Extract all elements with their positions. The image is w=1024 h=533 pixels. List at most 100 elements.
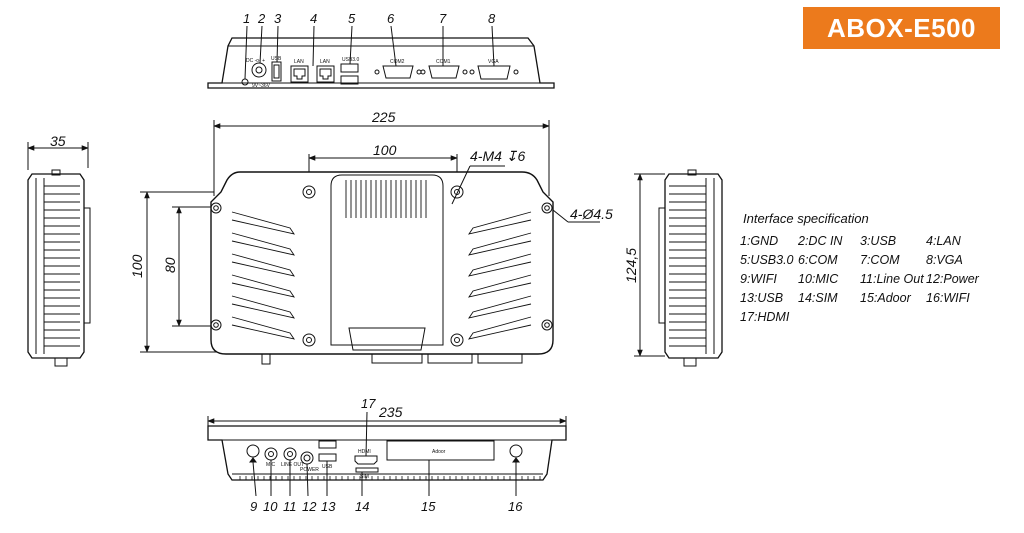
drawing-line — [468, 232, 532, 256]
hdmi-port-icon — [354, 455, 378, 465]
lan-label: LAN — [294, 59, 304, 65]
callout-number: 2 — [257, 11, 266, 26]
usb3-port-icon — [340, 63, 359, 73]
drawing-line — [231, 232, 295, 256]
right-side-view — [634, 169, 723, 367]
spec-item: 15:Adoor — [860, 290, 911, 305]
drawing-line — [468, 274, 532, 298]
vga-label: VGA — [488, 59, 499, 65]
hdmi-label: HDMI — [358, 449, 371, 455]
left-side-view — [27, 142, 91, 367]
bottom-callouts: 9 10 11 12 13 14 15 16 — [250, 499, 523, 514]
dc-jack-icon — [251, 62, 267, 78]
front-view — [140, 120, 600, 365]
hole-note: 4-Ø4.5 — [570, 206, 613, 222]
lan-label: LAN — [320, 59, 330, 65]
drawing-line — [468, 316, 532, 340]
spec-row: 17:HDMI — [740, 307, 1020, 326]
com2-label: COM2 — [390, 59, 405, 65]
spec-item: 2:DC IN — [798, 233, 843, 248]
callout-number: 17 — [361, 396, 376, 411]
rear-view — [207, 411, 567, 497]
spec-item: 9:WIFI — [740, 271, 777, 286]
callout-number: 11 — [283, 499, 297, 514]
dim-side-width: 35 — [50, 133, 66, 149]
interface-spec-panel: Interface specification 1:GND 2:DC IN 3:… — [740, 211, 1020, 326]
spec-item: 17:HDMI — [740, 309, 790, 324]
spec-row: 1:GND 2:DC IN 3:USB 4:LAN — [740, 231, 1020, 250]
mic-label: MIC — [266, 462, 276, 468]
usb-port-icon — [271, 61, 282, 82]
top-callouts: 1 2 3 4 5 6 7 8 — [243, 11, 496, 26]
spec-item: 14:SIM — [798, 290, 838, 305]
model-badge: ABOX-E500 — [803, 7, 1000, 49]
dim-hole-spacing-vertical: 80 — [162, 257, 178, 273]
spec-row: 5:USB3.0 6:COM 7:COM 8:VGA — [740, 250, 1020, 269]
interface-spec-title: Interface specification — [743, 211, 869, 226]
callout-number: 4 — [310, 11, 317, 26]
dim-side-height: 124,5 — [623, 248, 639, 283]
spec-item: 10:MIC — [798, 271, 839, 286]
dim-front-height: 100 — [129, 254, 145, 278]
dim-front-width: 225 — [371, 109, 396, 125]
thread-note: 4-M4 ↧6 — [470, 148, 526, 164]
usb3-port-icon — [340, 75, 359, 85]
callout-number: 13 — [321, 499, 336, 514]
sim-slot-icon — [355, 467, 379, 473]
callout-number: 8 — [488, 11, 496, 26]
usb-label: USB — [271, 56, 282, 62]
usb-rear-label: USB — [322, 464, 333, 470]
callout-number: 12 — [302, 499, 317, 514]
callout-number: 16 — [508, 499, 523, 514]
spec-item: 12:Power — [926, 271, 979, 286]
drawing-line — [468, 253, 532, 277]
spec-item: 7:COM — [860, 252, 900, 267]
callout-number: 1 — [243, 11, 250, 26]
callout-number: 3 — [274, 11, 282, 26]
callout-number: 5 — [348, 11, 356, 26]
com2-port-icon — [382, 65, 414, 79]
wifi-antenna-icon — [246, 444, 260, 458]
top-port-labels: DC -o- + 9V~36V USB LAN LAN USB3.0 COM2 … — [246, 56, 499, 89]
voltage-label: 9V~36V — [252, 83, 271, 89]
spec-item: 4:LAN — [926, 233, 961, 248]
callout-number: 10 — [263, 499, 278, 514]
callout-number: 6 — [387, 11, 395, 26]
dim-back-width: 235 — [378, 404, 403, 420]
drawing-line — [468, 211, 532, 235]
drawing-line — [231, 295, 295, 319]
power-label: POWER — [300, 467, 319, 473]
rear-port-labels: MIC LINE OUT POWER USB HDMI SIM Adoor — [266, 449, 446, 480]
callout-number: 7 — [439, 11, 447, 26]
drawing-line — [231, 253, 295, 277]
drawing-line — [468, 295, 532, 319]
usb-port-icon — [318, 440, 337, 449]
spec-item: 5:USB3.0 — [740, 252, 794, 267]
wifi-antenna-icon — [509, 444, 523, 458]
usb3-label: USB3.0 — [342, 57, 359, 63]
spec-item: 11:Line Out — [860, 271, 924, 286]
spec-item: 1:GND — [740, 233, 779, 248]
spec-row: 9:WIFI 10:MIC 11:Line Out 12:Power — [740, 269, 1020, 288]
callout-number: 9 — [250, 499, 257, 514]
dc-label: DC -o- + — [246, 58, 265, 64]
spec-item: 13:USB — [740, 290, 784, 305]
lan-port-icon — [290, 65, 309, 83]
dim-hole-spacing-top: 100 — [373, 142, 397, 158]
adoor-panel-icon — [386, 440, 495, 461]
lan-port-icon — [316, 65, 335, 83]
top-io-view — [207, 25, 555, 89]
spec-item: 3:USB — [860, 233, 897, 248]
spec-row: 13:USB 14:SIM 15:Adoor 16:WIFI — [740, 288, 1020, 307]
sim-label: SIM — [360, 474, 369, 480]
vga-port-icon — [477, 65, 511, 80]
com1-label: COM1 — [436, 59, 451, 65]
com1-port-icon — [428, 65, 460, 79]
drawing-line — [231, 211, 295, 235]
spec-item: 16:WIFI — [926, 290, 970, 305]
drawing-line — [231, 274, 295, 298]
drawing-line — [231, 316, 295, 340]
callout-number: 14 — [355, 499, 369, 514]
line-out-label: LINE OUT — [281, 462, 304, 468]
